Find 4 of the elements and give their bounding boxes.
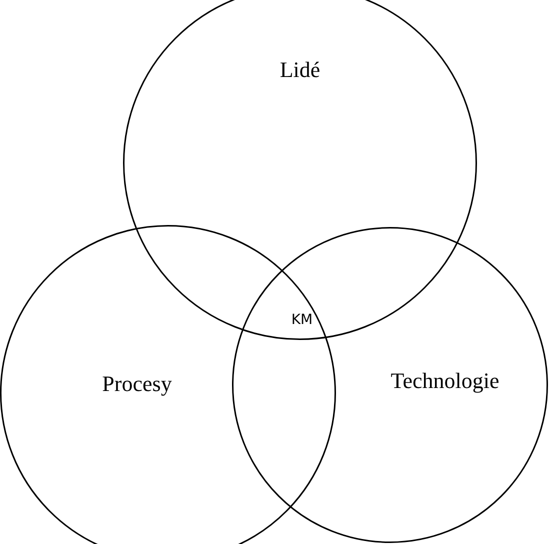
circle-label: Lidé <box>280 57 320 83</box>
circle-label: Procesy <box>102 371 172 397</box>
overlap-label: KM <box>291 312 313 328</box>
circle-label: Technologie <box>390 368 500 394</box>
